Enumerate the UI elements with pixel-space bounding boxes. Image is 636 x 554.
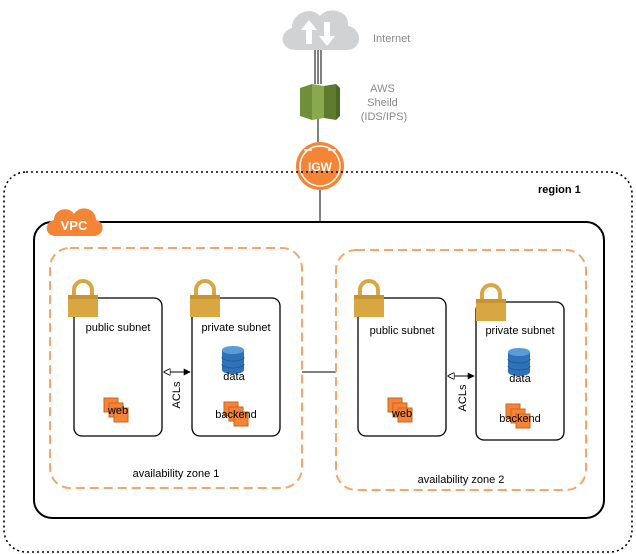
internet-link — [314, 50, 322, 222]
igw-label: IGW — [308, 160, 333, 174]
region-label: region 1 — [538, 184, 581, 196]
backend-1-label: backend — [215, 409, 257, 421]
availability-zone-2: availability zone 2 public subnet web pr… — [335, 249, 587, 491]
backend-2-label: backend — [499, 413, 541, 425]
aws-shield-label: AWS Sheild (IDS/IPS) — [361, 83, 407, 123]
private-subnet-2-label: private subnet — [485, 325, 554, 337]
data-1-label: data — [223, 371, 245, 383]
zone-1-label: availability zone 1 — [133, 468, 220, 480]
data-db-icon — [507, 347, 531, 377]
vpc-badge — [46, 208, 103, 236]
data-db-icon — [221, 345, 245, 375]
public-subnet-lock-icon — [352, 279, 386, 319]
zone-2-label: availability zone 2 — [418, 474, 505, 486]
public-subnet-2-label: public subnet — [370, 325, 435, 337]
public-subnet-1-label: public subnet — [86, 322, 151, 334]
private-subnet-1-label: private subnet — [201, 322, 270, 334]
aws-shield-icon — [300, 84, 340, 120]
internet-cloud-icon — [282, 10, 359, 51]
public-subnet-lock-icon — [66, 279, 100, 319]
vpc-boundary — [33, 221, 605, 519]
internet-gateway-icon — [296, 142, 344, 190]
region-boundary — [3, 171, 633, 553]
internet-label: Internet — [373, 33, 410, 45]
public-subnet-2 — [357, 297, 447, 437]
vpc-label: VPC — [61, 218, 88, 233]
acl-1-label: ACLs — [171, 381, 183, 408]
acl-2-label: ACLs — [457, 384, 469, 411]
public-subnet-1 — [73, 297, 163, 437]
web-2-label: web — [391, 408, 412, 420]
private-subnet-lock-icon — [474, 283, 508, 323]
data-2-label: data — [509, 373, 531, 385]
web-1-label: web — [107, 405, 128, 417]
availability-zone-1: availability zone 1 public subnet web pr… — [49, 247, 303, 489]
private-subnet-lock-icon — [188, 279, 222, 319]
